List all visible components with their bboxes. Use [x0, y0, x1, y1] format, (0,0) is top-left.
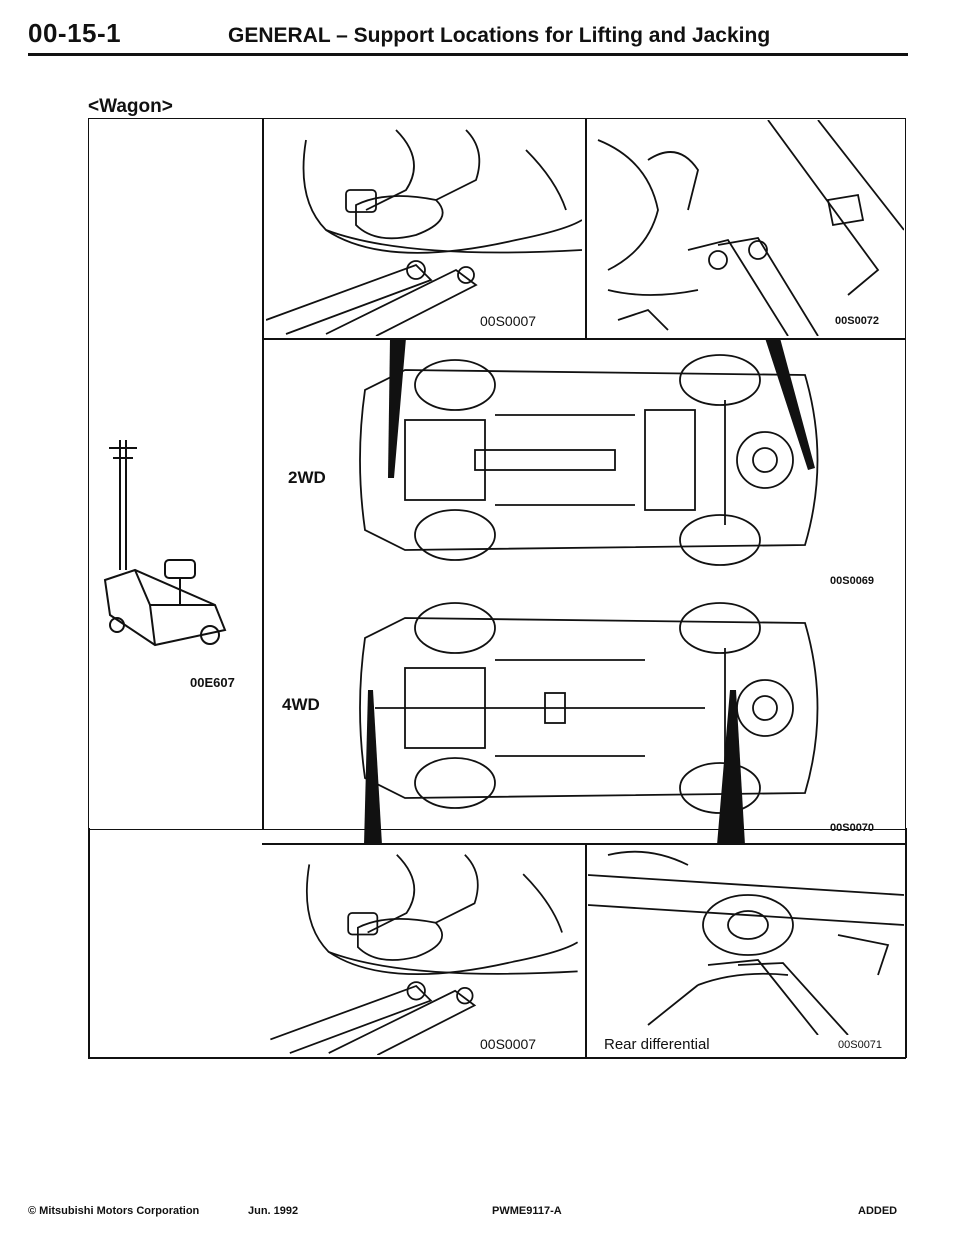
footer-date: Jun. 1992 [248, 1205, 299, 1217]
underbody-2wd-illustration [359, 354, 819, 566]
rear-jack-point-illustration [597, 120, 904, 336]
rear-differential-label: Rear differential [604, 1036, 710, 1053]
top-right-figure-code: 00S0072 [835, 315, 880, 327]
page-header: 00-15-1 GENERAL – Support Locations for … [28, 18, 908, 58]
floor-jack-illustration [103, 440, 227, 647]
top-row-split [585, 118, 587, 338]
footer-copyright: © Mitsubishi Motors Corporation [28, 1205, 200, 1217]
rear-differential-jack-illustration [588, 850, 904, 1035]
bottom-row-split [585, 843, 587, 1058]
top-row-divider [262, 338, 906, 340]
underbody-4wd-illustration [359, 602, 819, 814]
bottom-row-divider [262, 843, 906, 845]
figure-frame [88, 118, 906, 830]
frame-left-ext [88, 828, 90, 1058]
jack-figure-code: 00E607 [190, 675, 235, 690]
top-left-figure-code: 00S0007 [480, 313, 537, 329]
underbody-2wd-figure-code: 00S0069 [830, 575, 875, 587]
front-jack-point-illustration [266, 129, 582, 336]
frame-right-ext [905, 828, 907, 1058]
underbody-4wd-figure-code: 00S0070 [830, 822, 875, 834]
bottom-right-figure-code: 00S0071 [838, 1039, 883, 1051]
footer-pub-code: PWME9117-A [492, 1205, 562, 1217]
variant-label: <Wagon> [88, 96, 173, 117]
jack-column-divider [262, 118, 264, 830]
bottom-left-figure-code: 00S0007 [480, 1036, 537, 1052]
front-jack-point-illustration-repeat [270, 854, 579, 1055]
header-rule [28, 53, 908, 56]
footer-status: ADDED [858, 1205, 898, 1217]
jack-point-arrows-4wd [364, 690, 745, 845]
label-2wd: 2WD [288, 468, 326, 487]
section-code: 00-15-1 [28, 18, 122, 48]
page-title: GENERAL – Support Locations for Lifting … [228, 24, 771, 47]
label-4wd: 4WD [282, 695, 320, 714]
jack-point-arrows-2wd [388, 338, 815, 478]
frame-bottom [88, 1057, 906, 1059]
